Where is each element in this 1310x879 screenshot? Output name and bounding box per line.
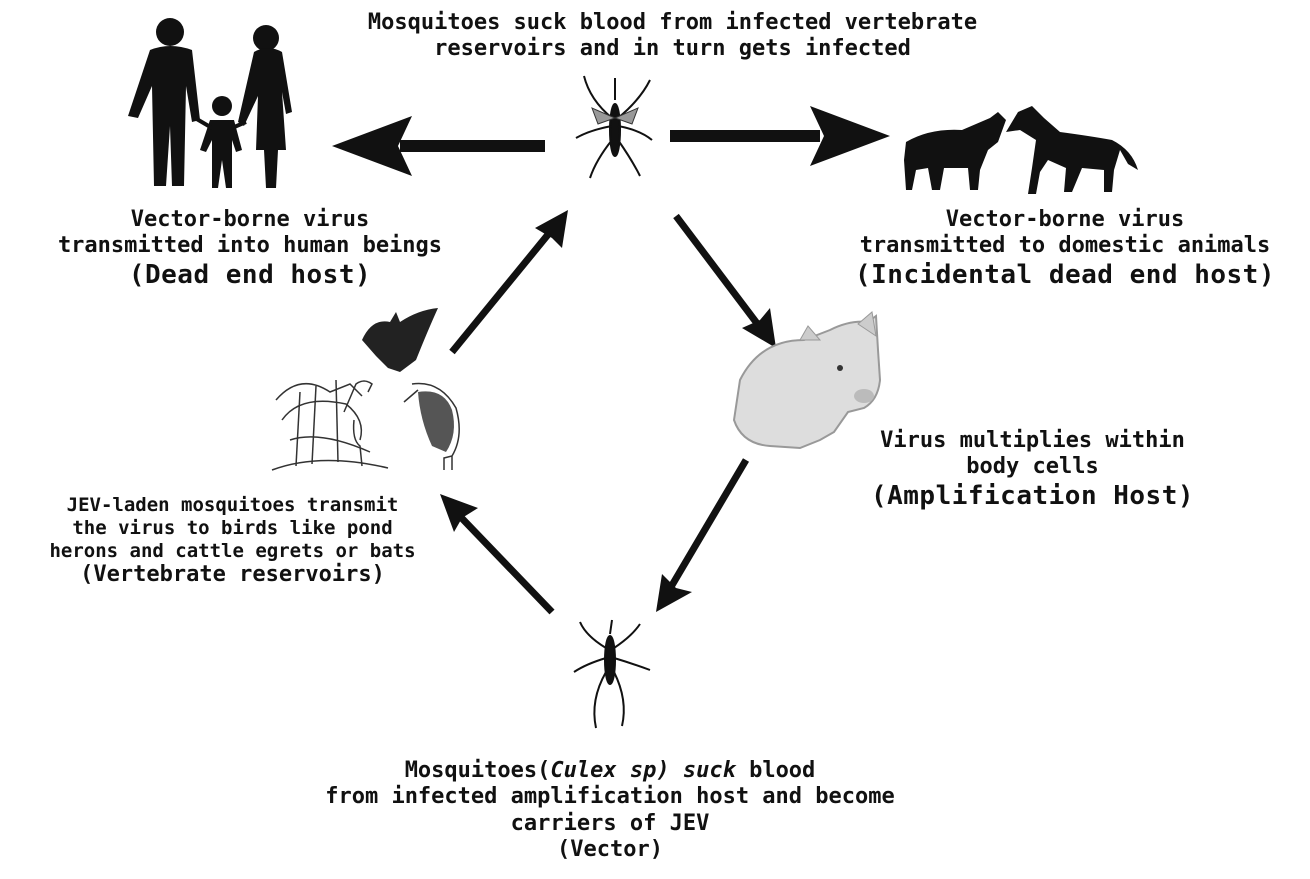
animals-caption-line2: transmitted to domestic animals <box>859 233 1271 259</box>
animals-host-label: (Incidental dead end host) <box>855 259 1275 290</box>
human-caption-line1: Vector-borne virus <box>130 207 370 232</box>
human-host-label: (Dead end host) <box>128 259 372 290</box>
reservoir-caption-line3: herons and cattle egrets or bats <box>49 539 416 562</box>
vector-caption-line1-a: Mosquitoes( <box>404 758 551 783</box>
vector-caption-line3: carriers of JEV <box>510 810 710 836</box>
heron-body-fill <box>418 391 454 452</box>
arrow-to-animals <box>670 106 890 166</box>
mosquito-icon-top <box>575 75 653 179</box>
human-family-icon <box>128 18 292 188</box>
arrow-mosquito-to-pig <box>673 213 776 348</box>
bat-icon <box>362 308 438 372</box>
top-caption: Mosquitoes suck blood from infected vert… <box>305 10 1040 63</box>
horse-icon <box>1006 106 1138 194</box>
animals-caption-line1: Vector-borne virus <box>945 207 1185 232</box>
top-caption-line1: Mosquitoes suck blood from infected vert… <box>367 10 978 35</box>
arrow-pig-to-vector <box>656 458 750 612</box>
human-caption: Vector-borne virus transmitted into huma… <box>40 207 460 291</box>
reservoir-caption-line2: the virus to birds like pond <box>72 516 393 539</box>
cow-icon <box>904 112 1006 190</box>
pig-caption: Virus multiplies within body cells (Ampl… <box>850 428 1215 512</box>
pig-caption-line2: body cells <box>966 454 1099 480</box>
arrow-vector-to-reservoir <box>440 494 555 615</box>
arrow-to-humans <box>332 116 545 176</box>
pig-host-label: (Amplification Host) <box>870 480 1195 511</box>
animals-caption: Vector-borne virus transmitted to domest… <box>830 207 1300 291</box>
human-caption-line2: transmitted into human beings <box>57 233 443 259</box>
vector-caption-line2: from infected amplification host and bec… <box>325 784 895 810</box>
mosquito-icon-bottom <box>573 619 651 729</box>
pig-icon <box>732 311 882 450</box>
vector-host-label: (Vector) <box>557 837 663 863</box>
reservoir-caption: JEV-laden mosquitoes transmit the virus … <box>20 494 445 589</box>
arrow-reservoir-to-mosquito <box>449 210 568 355</box>
pig-caption-line1: Virus multiplies within <box>880 428 1185 453</box>
vector-caption: Mosquitoes(Culex sp) suck blood from inf… <box>255 758 965 864</box>
vector-caption-line1-italic: Culex sp) suck <box>550 758 736 783</box>
reservoir-caption-line1: JEV-laden mosquitoes transmit <box>66 494 399 516</box>
vector-caption-line1: Mosquitoes(Culex sp) suck blood <box>255 758 965 784</box>
vector-caption-line1-c: blood <box>735 758 816 783</box>
reservoir-host-label: (Vertebrate reservoirs) <box>80 562 385 588</box>
top-caption-line2: reservoirs and in turn gets infected <box>434 36 911 62</box>
heron-egret-sketch <box>271 379 460 471</box>
